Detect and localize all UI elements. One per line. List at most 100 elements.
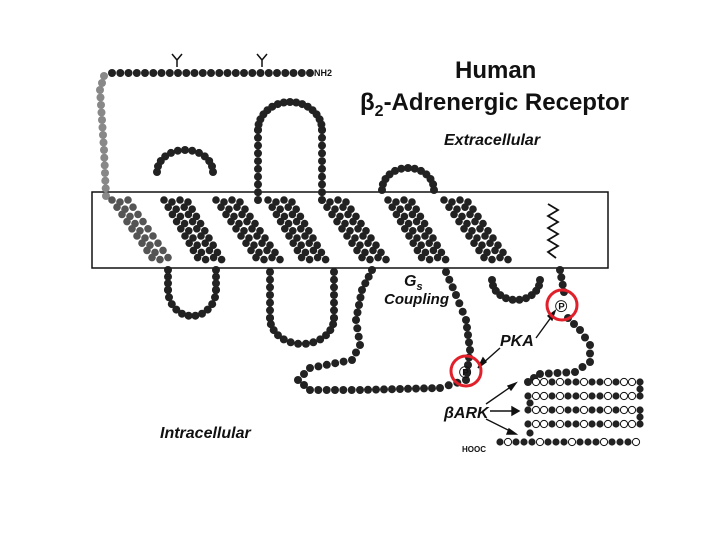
helix-residue — [333, 217, 341, 226]
helix-residue — [455, 217, 463, 226]
c-tail-residue — [539, 405, 549, 415]
n-terminus-residue — [96, 93, 105, 102]
gs-coupling-loop-residue — [462, 316, 470, 324]
c-tail-residue — [612, 420, 620, 428]
c-tail-residue — [555, 377, 565, 387]
helix-residue — [176, 212, 185, 221]
c-tail-residue — [619, 391, 629, 401]
n-terminus-residue — [281, 69, 290, 77]
c-tail-residue — [555, 405, 565, 415]
extracellular-loop-residue — [188, 146, 197, 155]
c-tail-residue — [631, 437, 641, 447]
helix-residue — [429, 234, 437, 242]
c-tail-residue — [627, 377, 637, 387]
intracellular-label: Intracellular — [160, 425, 251, 442]
intracellular-loop-residue — [322, 331, 330, 340]
helix-residue — [354, 225, 362, 233]
n-terminus-residue — [101, 176, 110, 185]
helix-residue — [344, 210, 352, 219]
title-subscript: 2 — [375, 103, 384, 120]
intracellular-loop-residue — [522, 294, 530, 303]
extracellular-loop-residue — [254, 188, 262, 197]
extracellular-loop-residue — [318, 172, 326, 181]
gs-coupling-loop-residue — [466, 346, 474, 354]
intracellular-loop-residue — [211, 293, 219, 302]
intracellular-loop-residue — [203, 305, 212, 314]
c-tail-residue — [539, 391, 549, 401]
helix-residue — [476, 225, 484, 233]
helix-residue — [480, 253, 488, 262]
c-tail-residue — [556, 266, 564, 274]
helix-residue — [252, 253, 260, 262]
gs-label: Gs — [404, 273, 423, 293]
helix-residue — [400, 212, 409, 221]
helix-residue — [276, 205, 285, 213]
n-terminus-residue — [157, 69, 166, 77]
gs-coupling-loop-residue — [442, 268, 450, 276]
intracellular-loop-residue — [191, 311, 200, 320]
helix-residue — [184, 210, 193, 219]
helix-residue — [292, 217, 301, 226]
helix-residue — [189, 246, 198, 255]
helix-residue — [217, 255, 226, 264]
c-tail-residue — [579, 405, 589, 415]
intracellular-loop-residue — [198, 309, 206, 318]
c-tail-residue — [596, 392, 604, 400]
gs-coupling-loop-residue — [355, 301, 363, 309]
helix-residue — [305, 239, 314, 247]
gs-coupling-loop-residue — [356, 386, 364, 394]
helix-residue — [160, 196, 168, 204]
c-tail-residue — [564, 406, 572, 414]
extracellular-loop-residue — [397, 164, 406, 173]
helix-residue — [201, 227, 209, 235]
extracellular-loop-residue — [318, 126, 326, 134]
n-terminus-residue — [132, 69, 141, 77]
title-line-1: Human — [455, 57, 536, 84]
extracellular-loop-residue — [209, 168, 217, 176]
n-terminus-residue — [124, 69, 133, 77]
n-terminus-residue — [207, 69, 215, 77]
c-tail-residue — [572, 420, 580, 428]
extracellular-loop-residue — [318, 157, 326, 166]
helix-residue — [228, 196, 236, 204]
n-terminus-residue — [273, 69, 281, 77]
helix-residue — [289, 227, 297, 235]
gs-coupling-loop-residue — [352, 348, 360, 357]
helix-residue — [280, 212, 289, 221]
intracellular-loop-residue — [330, 314, 338, 322]
helix-residue — [309, 234, 317, 242]
intracellular-loop-residue — [164, 279, 172, 288]
helix-residue — [268, 203, 277, 211]
helix-residue — [396, 205, 405, 213]
c-tail-residue — [555, 419, 565, 429]
n-terminus-residue — [190, 69, 199, 77]
helix-residue — [253, 232, 261, 240]
c-tail-residue — [581, 333, 589, 342]
helix-residue — [374, 253, 382, 262]
intracellular-loop-residue — [330, 306, 338, 315]
gs-coupling-loop-residue — [358, 286, 366, 294]
gs-coupling-loop-residue — [368, 266, 376, 274]
c-tail-residue — [596, 406, 604, 414]
helix-residue — [276, 255, 284, 264]
c-tail-residue — [624, 438, 632, 446]
helix-residue — [433, 241, 442, 249]
helix-residue — [475, 246, 483, 255]
helix-residue — [392, 210, 401, 219]
c-tail-residue — [596, 420, 604, 428]
gs-coupling-loop-residue — [396, 385, 404, 393]
extracellular-loop-residue — [254, 141, 262, 150]
c-tail-residue — [586, 358, 594, 366]
helix-residue — [417, 225, 425, 233]
helix-residue — [466, 210, 474, 219]
glycosylation-site — [171, 53, 183, 67]
helix-residue — [242, 239, 250, 247]
helix-residue — [429, 246, 438, 255]
c-tail-residue — [612, 406, 620, 414]
n-terminus-residue — [108, 69, 116, 77]
helix-residue — [164, 203, 172, 211]
c-tail-residue — [588, 392, 596, 400]
helix-residue — [366, 255, 374, 264]
helix-residue — [193, 225, 201, 233]
intracellular-loop-residue — [330, 275, 338, 284]
